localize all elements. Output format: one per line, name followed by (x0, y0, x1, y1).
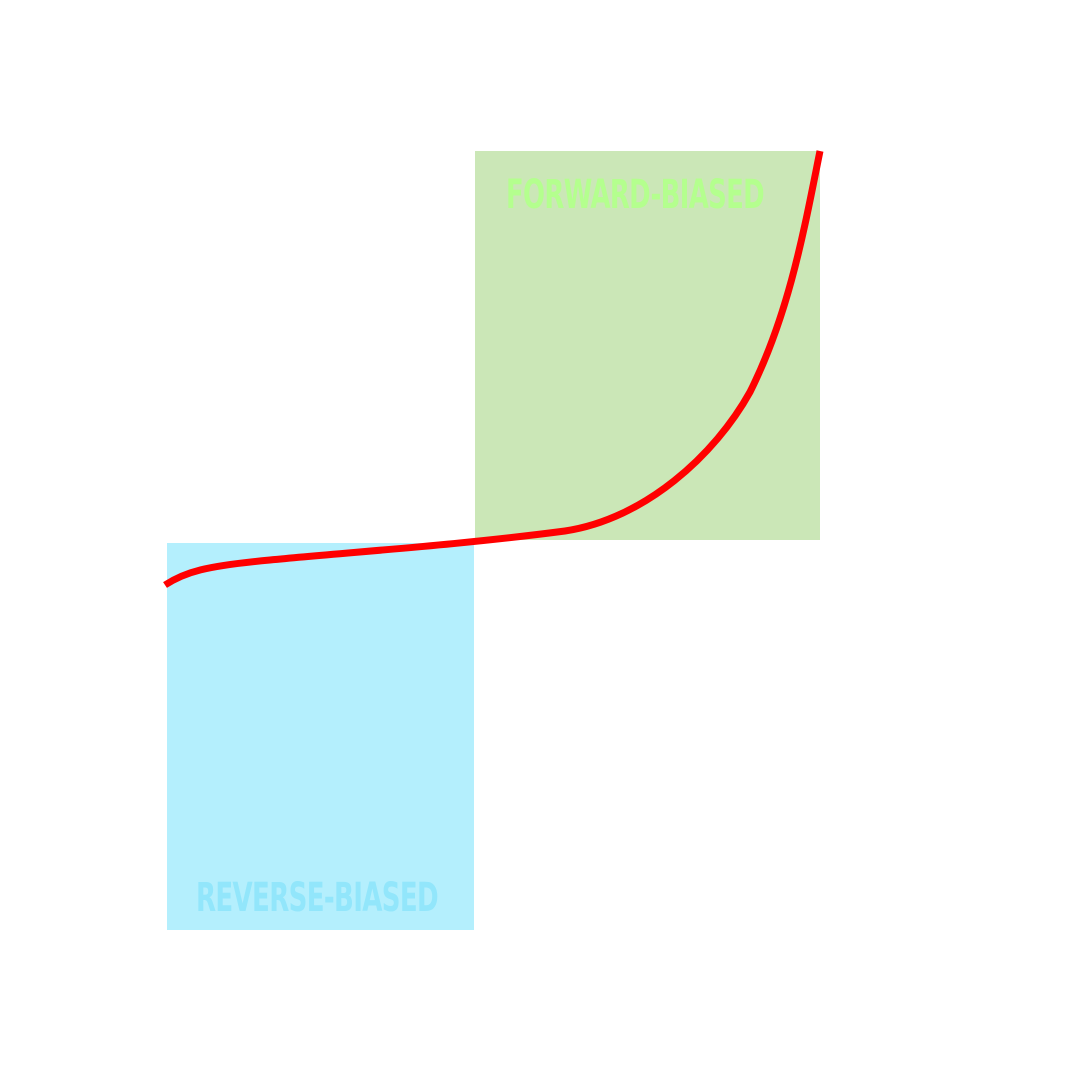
iv-characteristic-curve (163, 150, 824, 588)
forward-biased-label: FORWARD-BIASED (506, 172, 764, 218)
reverse-biased-region (167, 543, 474, 930)
reverse-biased-label: REVERSE-BIASED (196, 875, 438, 921)
forward-biased-region (475, 151, 820, 540)
